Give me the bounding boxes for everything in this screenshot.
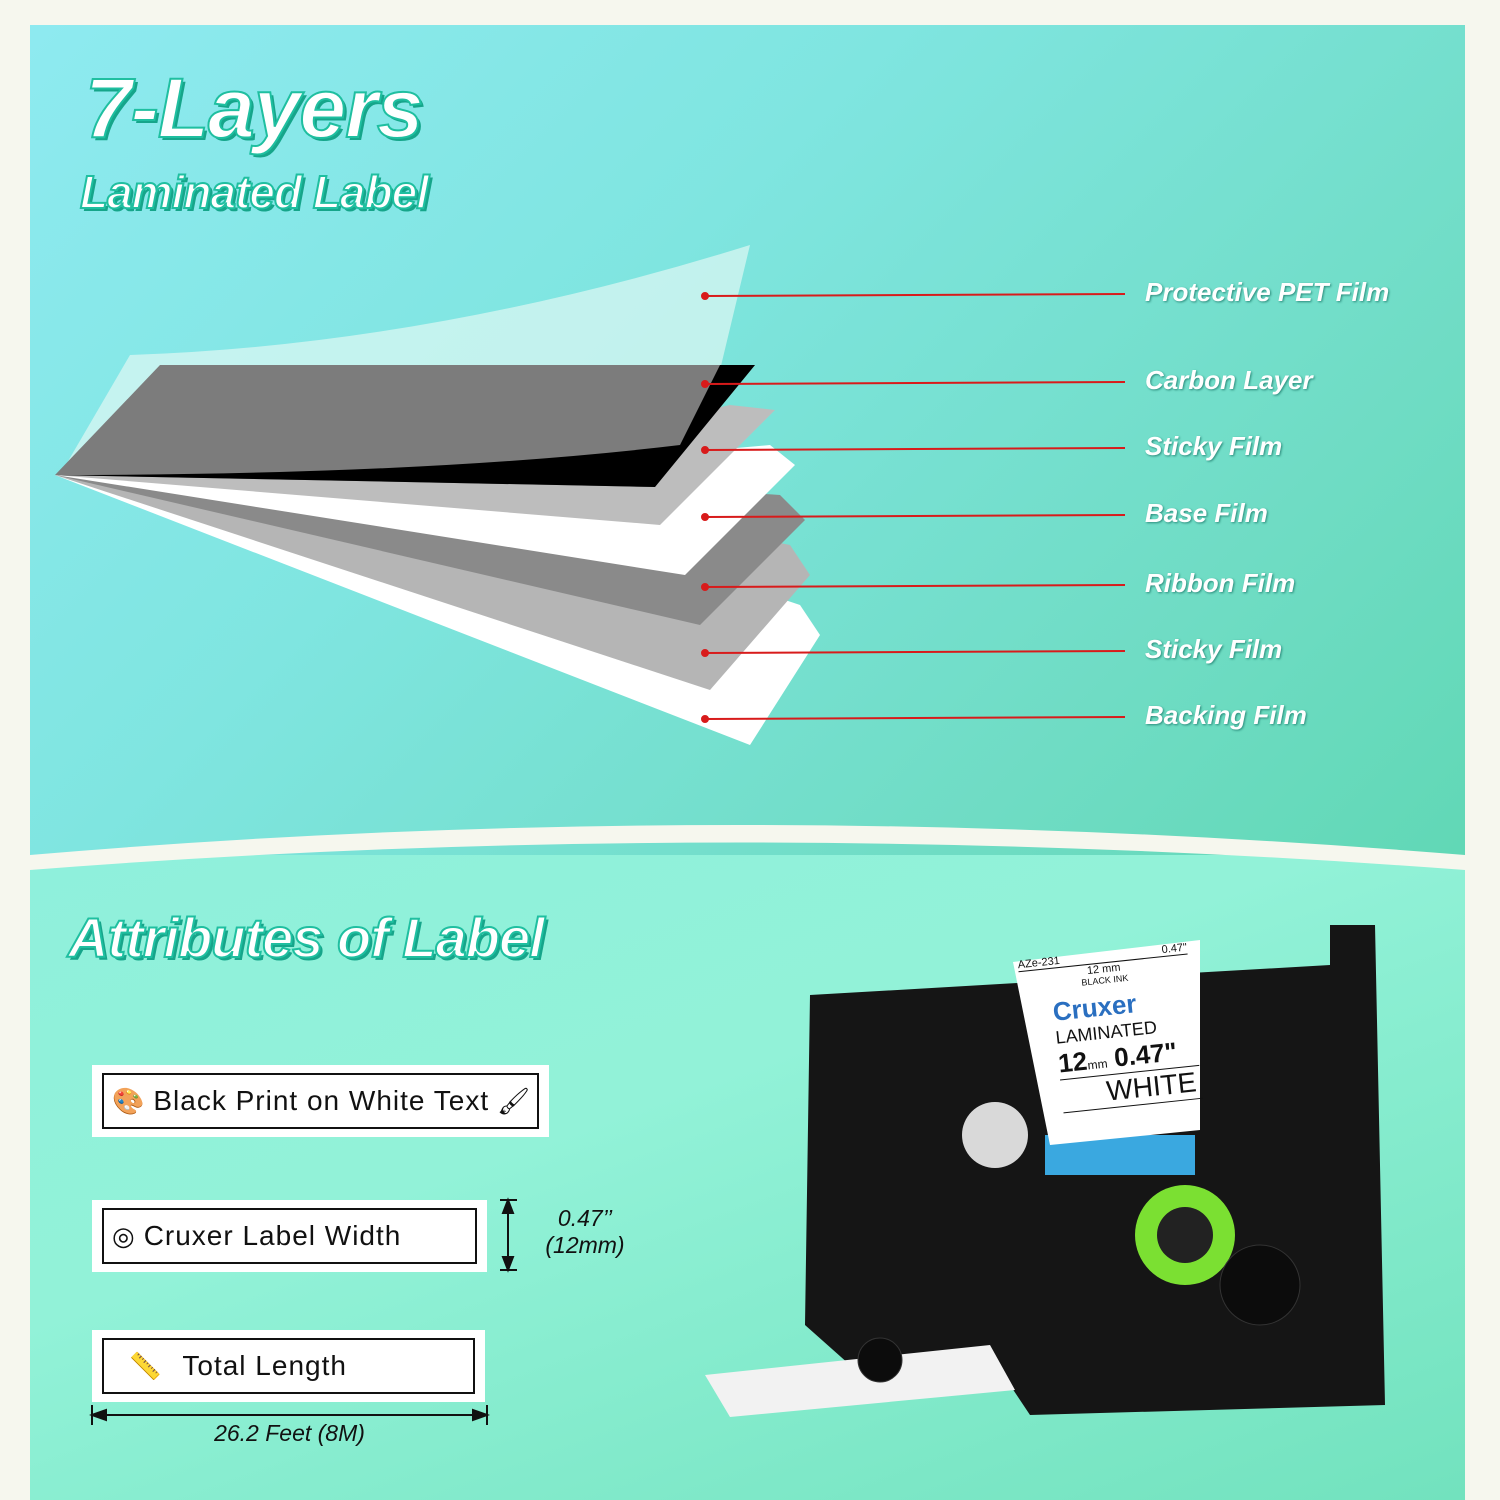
label-inch: 0.47": [1112, 1036, 1179, 1073]
tape-cartridge: [705, 925, 1385, 1417]
layer-label: Base Film: [1145, 498, 1268, 528]
label-unit: mm: [1086, 1056, 1109, 1073]
palette-icon: 🎨: [112, 1085, 146, 1116]
layer-label: Backing Film: [1145, 700, 1307, 730]
attribute-label: Black Print on White Text: [153, 1085, 490, 1116]
label-mm: 12: [1056, 1045, 1089, 1079]
infographic-panel: 7-Layers Laminated Label Attributes of L…: [30, 25, 1465, 1500]
width-dimension: 0.47’’ (12mm): [530, 1205, 640, 1259]
width-mm: (12mm): [545, 1232, 625, 1258]
palette-brush-icon: 🖌: [497, 1085, 532, 1116]
tape-measure-icon: 📏: [129, 1350, 163, 1381]
section-divider: [30, 825, 1465, 870]
main-title: 7-Layers: [84, 60, 425, 156]
dimension-arrows: [89, 1197, 517, 1425]
layer-label: Carbon Layer: [1145, 365, 1313, 395]
attribute-length: 📏 Total Length: [92, 1330, 485, 1402]
attribute-width: ◎Cruxer Label Width: [92, 1200, 487, 1272]
layer-backing: [55, 475, 820, 745]
layer-label: Protective PET Film: [1145, 277, 1390, 307]
layer-carbon-edge: [55, 365, 755, 487]
attributes-title: Attributes of Label: [67, 905, 546, 970]
attribute-print: 🎨Black Print on White Text🖌: [92, 1065, 549, 1137]
attribute-label: Cruxer Label Width: [143, 1220, 402, 1251]
layer-label: Sticky Film: [1145, 634, 1283, 664]
subtitle: Laminated Label: [79, 165, 430, 219]
length-dimension: 26.2 Feet (8M): [214, 1420, 365, 1446]
illustration: [30, 245, 1465, 1425]
leader-lines: [701, 292, 1126, 723]
layer-label: Ribbon Film: [1145, 568, 1296, 598]
width-inches: 0.47’’: [557, 1205, 613, 1231]
attribute-label: Total Length: [182, 1350, 347, 1381]
tape-roll-icon: ◎: [112, 1220, 136, 1251]
layer-label: Sticky Film: [1145, 431, 1283, 461]
